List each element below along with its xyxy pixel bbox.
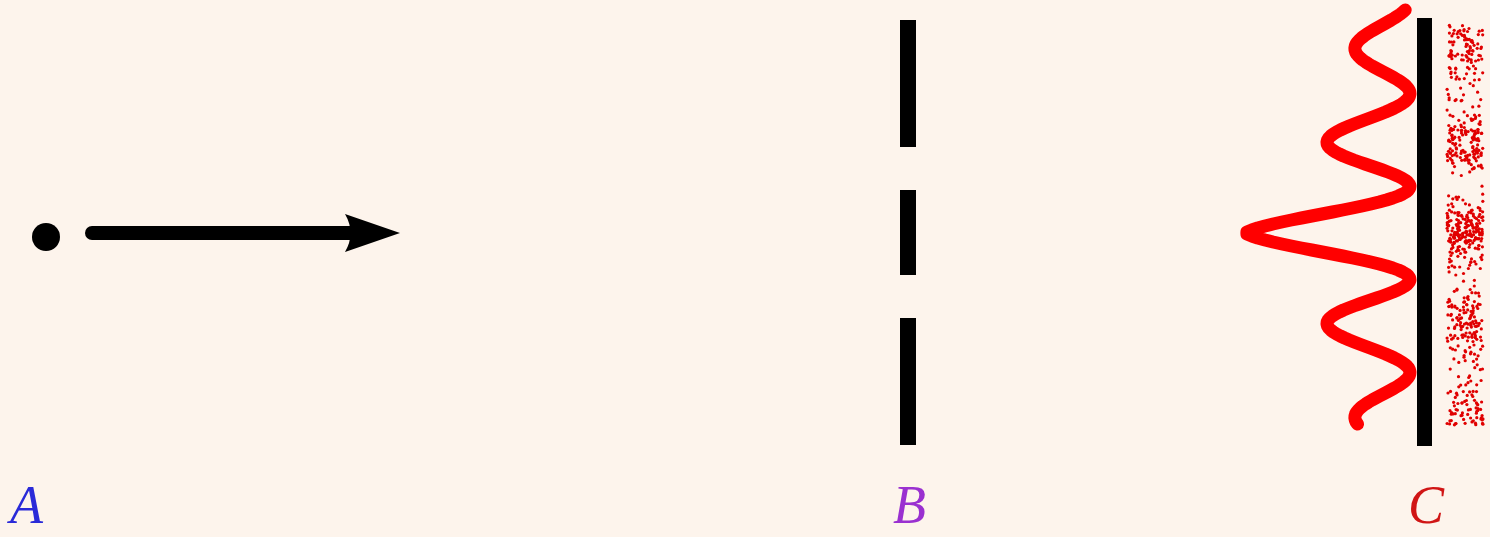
barrier-segment	[900, 318, 916, 445]
detection-screen	[1417, 18, 1432, 446]
direction-arrow-shaft	[92, 226, 360, 240]
interference-wave	[1247, 10, 1410, 424]
part-label: C	[1408, 478, 1444, 532]
part-label: A	[10, 478, 43, 532]
source-particle	[32, 223, 60, 251]
part-label: B	[893, 478, 926, 532]
barrier-segment	[900, 190, 916, 275]
direction-arrowhead	[345, 214, 400, 252]
detection-dots	[1446, 24, 1485, 427]
barrier-segment	[900, 20, 916, 147]
